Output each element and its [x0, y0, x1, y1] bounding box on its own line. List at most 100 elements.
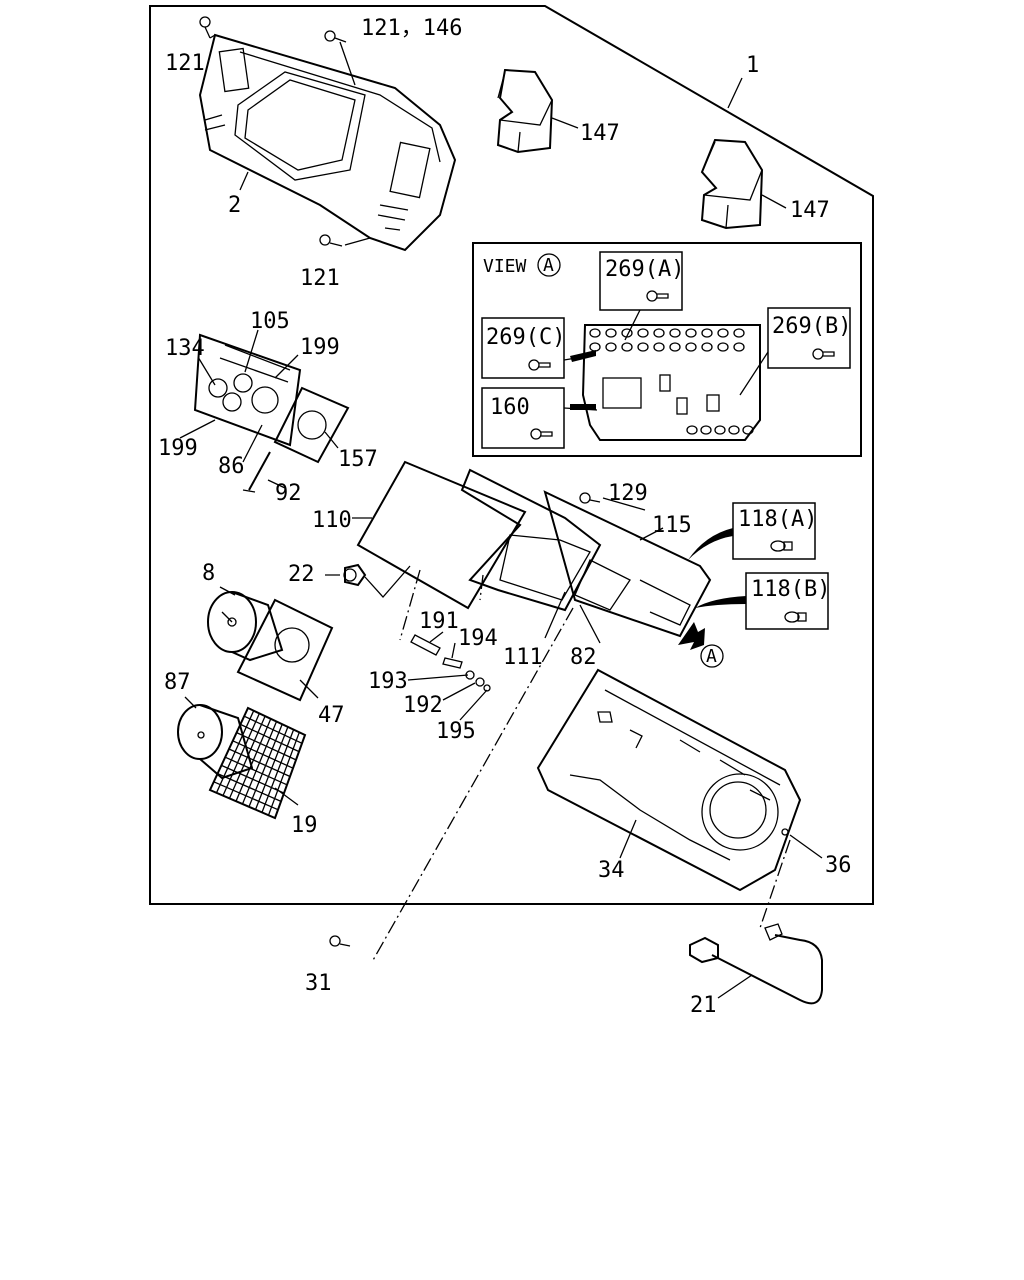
harness-21 [689, 923, 823, 1005]
screw-icon [199, 16, 211, 39]
view-a-label: A [706, 646, 717, 667]
callout-121-bottom: 121 [300, 266, 340, 291]
callout-192: 192 [403, 693, 443, 718]
mesh-line [267, 732, 300, 816]
callout-21: 21 [690, 993, 717, 1018]
callout-199-top: 199 [300, 335, 340, 360]
screw-36 [781, 828, 789, 836]
callout-92: 92 [275, 481, 302, 506]
lens-110 [356, 460, 527, 610]
board-contact [742, 425, 754, 435]
screw-icon [812, 348, 835, 360]
box-269b [767, 307, 851, 369]
screw-icon [646, 290, 669, 302]
callout-129: 129 [608, 481, 648, 506]
board-contact [669, 342, 681, 352]
callout-36: 36 [825, 853, 852, 878]
screw-icon [319, 234, 343, 247]
board-contact [637, 342, 649, 352]
callout-87: 87 [164, 670, 191, 695]
bulb-icon [784, 611, 807, 623]
callout-121-top: 121 [165, 51, 205, 76]
callout-269a: 269(A) [605, 257, 684, 282]
board-contact [728, 425, 740, 435]
board-contact [700, 425, 712, 435]
view-marker-circle [537, 253, 561, 277]
callout-160: 160 [490, 395, 530, 420]
board-contact [637, 328, 649, 338]
arrow-118b [695, 596, 746, 608]
mesh-line [248, 723, 283, 808]
callout-118b: 118(B) [751, 577, 830, 602]
board-contact [605, 328, 617, 338]
mesh-line [213, 781, 279, 811]
view-label: VIEW [483, 256, 527, 277]
board-contact [605, 342, 617, 352]
instrument-case-34 [536, 668, 802, 892]
mesh-line [261, 729, 295, 813]
callout-194: 194 [458, 626, 498, 651]
board-contact [589, 342, 601, 352]
board-contact [653, 342, 665, 352]
callout-111: 111 [503, 645, 543, 670]
board-contact [653, 328, 665, 338]
board-contact [701, 342, 713, 352]
callout-269b: 269(B) [772, 314, 851, 339]
bulb-icon [770, 540, 793, 552]
board-contact [621, 342, 633, 352]
arrow-118a [688, 528, 733, 560]
callout-31: 31 [305, 971, 332, 996]
screw-icon [579, 492, 601, 504]
callout-195: 195 [436, 719, 476, 744]
callout-115: 115 [652, 513, 692, 538]
callout-22: 22 [288, 562, 315, 587]
box-269c [481, 317, 565, 379]
view-a-circle [700, 644, 724, 668]
view-a-arrow [678, 622, 705, 650]
frame-111 [460, 468, 602, 612]
callout-47: 47 [318, 703, 345, 728]
bracket-147-left [496, 68, 554, 154]
callout-147-left: 147 [580, 121, 620, 146]
callout-110: 110 [312, 508, 352, 533]
screw-icon [324, 30, 347, 43]
callout-269c: 269(C) [486, 325, 565, 350]
callout-1: 1 [746, 53, 759, 78]
callout-157: 157 [338, 447, 378, 472]
callout-82: 82 [570, 645, 597, 670]
callout-34: 34 [598, 858, 625, 883]
mesh-line [217, 773, 282, 802]
callout-118a: 118(A) [738, 507, 817, 532]
callout-147-right: 147 [790, 198, 830, 223]
screw-icon [528, 359, 551, 371]
view-a-panel [472, 242, 862, 457]
board-contact [589, 328, 601, 338]
bracket-147-right [700, 138, 764, 230]
mesh-line [221, 764, 285, 794]
sub-gauge-cluster [193, 333, 302, 447]
speedometer-8 [207, 591, 284, 662]
mesh-plate-19 [208, 706, 307, 820]
part-92 [242, 451, 271, 493]
board-contact [733, 328, 745, 338]
screw-icon [329, 935, 351, 947]
gauge-plate-47 [236, 598, 334, 702]
box-269a [599, 251, 683, 311]
view-marker: A [543, 255, 554, 276]
board-contact [714, 425, 726, 435]
callout-19: 19 [291, 813, 318, 838]
mesh-line [224, 756, 288, 786]
board-contact [733, 342, 745, 352]
callout-105: 105 [250, 309, 290, 334]
bulb-22 [343, 563, 367, 587]
gauge-face-157 [273, 386, 350, 464]
box-160 [481, 387, 565, 449]
board-components [589, 328, 754, 435]
instrument-bezel [198, 33, 457, 252]
tachometer-87 [177, 704, 254, 780]
board-contact [701, 328, 713, 338]
board-contact [685, 328, 697, 338]
small-parts-191-195 [410, 634, 491, 692]
assembly-frame [149, 5, 874, 905]
